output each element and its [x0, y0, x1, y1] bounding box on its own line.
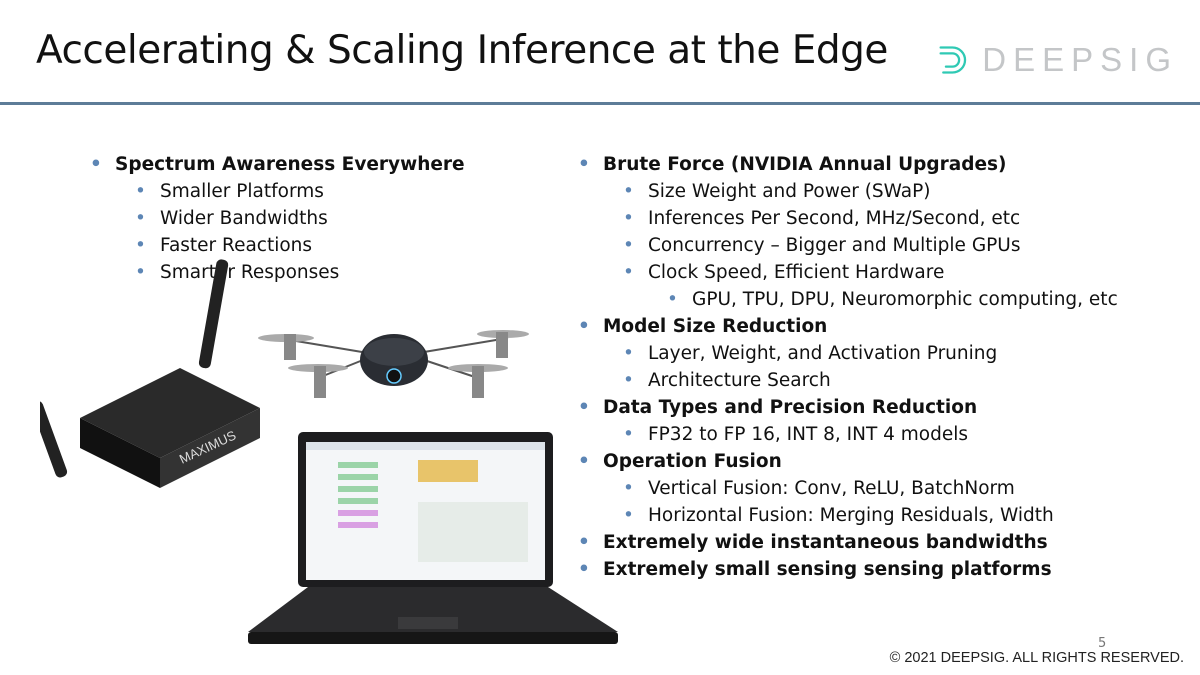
bullet-item-level-2: Wider Bandwidths — [135, 205, 465, 232]
bullet-item-level-2: Clock Speed, Efficient Hardware — [623, 259, 1118, 286]
copyright-notice: © 2021 DEEPSIG. ALL RIGHTS RESERVED. — [889, 650, 1184, 666]
bullet-item-level-2: Horizontal Fusion: Merging Residuals, Wi… — [623, 502, 1118, 529]
bullet-item-level-2: Inferences Per Second, MHz/Second, etc — [623, 205, 1118, 232]
bullet-item-level-2: Smarter Responses — [135, 259, 465, 286]
right-bullet-list: Brute Force (NVIDIA Annual Upgrades)Size… — [578, 151, 1118, 583]
bullet-item-level-1: Extremely small sensing sensing platform… — [578, 556, 1118, 583]
title-divider — [0, 102, 1200, 105]
drone-image — [258, 330, 529, 398]
bullet-item-level-2: FP32 to FP 16, INT 8, INT 4 models — [623, 421, 1118, 448]
maximus-device-image: MAXIMUS — [40, 259, 260, 488]
bullet-item-level-2: Concurrency – Bigger and Multiple GPUs — [623, 232, 1118, 259]
bullet-item-level-1: Extremely wide instantaneous bandwidths — [578, 529, 1118, 556]
bullet-item-level-2: Faster Reactions — [135, 232, 465, 259]
bullet-item-level-1: Model Size Reduction — [578, 313, 1118, 340]
page-number: 5 — [1098, 636, 1107, 651]
slide-title: Accelerating & Scaling Inference at the … — [36, 28, 888, 73]
bullet-item-level-2: Architecture Search — [623, 367, 1118, 394]
bullet-item-level-3: GPU, TPU, DPU, Neuromorphic computing, e… — [667, 286, 1118, 313]
bullet-item-level-2: Vertical Fusion: Conv, ReLU, BatchNorm — [623, 475, 1118, 502]
laptop-image — [248, 432, 618, 644]
bullet-item-level-2: Smaller Platforms — [135, 178, 465, 205]
bullet-item-level-1: Brute Force (NVIDIA Annual Upgrades) — [578, 151, 1118, 178]
bullet-item-level-2: Size Weight and Power (SWaP) — [623, 178, 1118, 205]
bullet-item-level-1: Data Types and Precision Reduction — [578, 394, 1118, 421]
logo-text: DEEPSIG — [982, 41, 1178, 78]
deepsig-logo-icon — [939, 46, 967, 74]
bullet-item-level-1: Spectrum Awareness Everywhere — [90, 151, 465, 178]
bullet-item-level-2: Layer, Weight, and Activation Pruning — [623, 340, 1118, 367]
bullet-item-level-1: Operation Fusion — [578, 448, 1118, 475]
left-bullet-list: Spectrum Awareness EverywhereSmaller Pla… — [90, 151, 465, 286]
deepsig-logo: DEEPSIG — [938, 36, 1178, 84]
